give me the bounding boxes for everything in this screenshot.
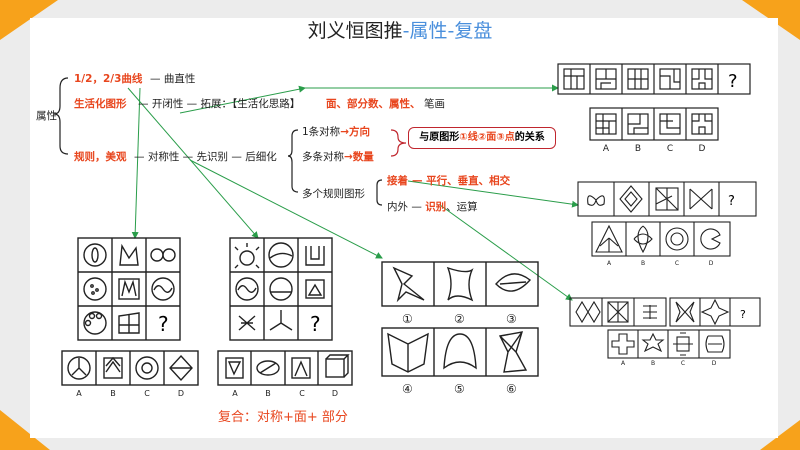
figure-number-3: ③: [506, 312, 517, 326]
figure-number-4: ④: [402, 382, 413, 396]
figure-number-5: ⑤: [454, 382, 465, 396]
puzzle-mid-right-option-c[interactable]: C: [674, 260, 680, 267]
puzzle-mid-right-option-d[interactable]: D: [708, 260, 714, 267]
puzzle-mid-right-option-a[interactable]: A: [606, 260, 612, 267]
puzzle-top-right-option-b[interactable]: B: [634, 144, 642, 154]
bottom-note: 复合：对称+面+ 部分: [218, 410, 348, 425]
branch-curve-tail: — 曲直性: [150, 73, 196, 85]
puzzle-bottom-right-option-b[interactable]: B: [650, 360, 656, 367]
puzzle-middle-option-c[interactable]: C: [299, 389, 305, 398]
puzzle-bottom-right-option-c[interactable]: C: [680, 360, 686, 367]
branch-life-tail-red: 面、部分数、属性、: [326, 98, 421, 110]
figure-number-2: ②: [454, 312, 465, 326]
branch-rule-label: 规则，美观: [74, 151, 127, 163]
inout-label: 内外 — 识别、运算: [387, 201, 478, 213]
multi-shape-label: 多个规则图形: [302, 188, 365, 200]
puzzle-left-question: ?: [158, 312, 169, 336]
puzzle-left-option-c[interactable]: C: [144, 389, 150, 398]
branch-life-tail: 笔画: [424, 98, 445, 110]
puzzle-bottom-right-question: ?: [740, 308, 746, 321]
branch-life-label: 生活化图形: [74, 98, 127, 110]
tree-root-label: 属性: [36, 110, 57, 122]
puzzle-left-option-d[interactable]: D: [177, 389, 185, 398]
relation-note: 与原图形①线②面③点的关系: [408, 127, 556, 149]
puzzle-top-right-option-d[interactable]: D: [698, 144, 706, 154]
puzzle-top-right-option-c[interactable]: C: [666, 144, 674, 154]
puzzle-mid-right-option-b[interactable]: B: [640, 260, 646, 267]
connect-label: 接着: [387, 175, 408, 187]
puzzle-middle-option-a[interactable]: A: [232, 389, 238, 398]
puzzle-top-right-question: ?: [728, 71, 738, 92]
puzzle-middle-option-b[interactable]: B: [265, 389, 271, 398]
branch-life-mid: — 开闭性 — 拓展：【生活化思路】: [138, 98, 301, 110]
sym-multi-label: 多条对称→数量: [302, 151, 374, 163]
puzzle-left-option-a[interactable]: A: [76, 389, 82, 398]
puzzle-middle-option-d[interactable]: D: [331, 389, 339, 398]
branch-rule-mid: — 对称性 — 先识别 — 后细化: [134, 151, 277, 163]
page-title: 刘义恒图推-属性-复盘: [307, 20, 493, 42]
puzzle-middle-question: ?: [310, 312, 321, 336]
branch-curve-label: 1/2，2/3曲线: [74, 73, 143, 85]
puzzle-mid-right-question: ?: [728, 194, 735, 209]
puzzle-top-right-option-a[interactable]: A: [602, 144, 610, 154]
connect-tail: — 平行、垂直、相交: [412, 175, 511, 187]
puzzle-bottom-right-option-d[interactable]: D: [711, 360, 717, 367]
figure-number-1: ①: [402, 312, 413, 326]
puzzle-bottom-right-option-a[interactable]: A: [620, 360, 626, 367]
sym-one-label: 1条对称→方向: [302, 126, 370, 138]
puzzle-left-option-b[interactable]: B: [110, 389, 116, 398]
figure-number-6: ⑥: [506, 382, 517, 396]
